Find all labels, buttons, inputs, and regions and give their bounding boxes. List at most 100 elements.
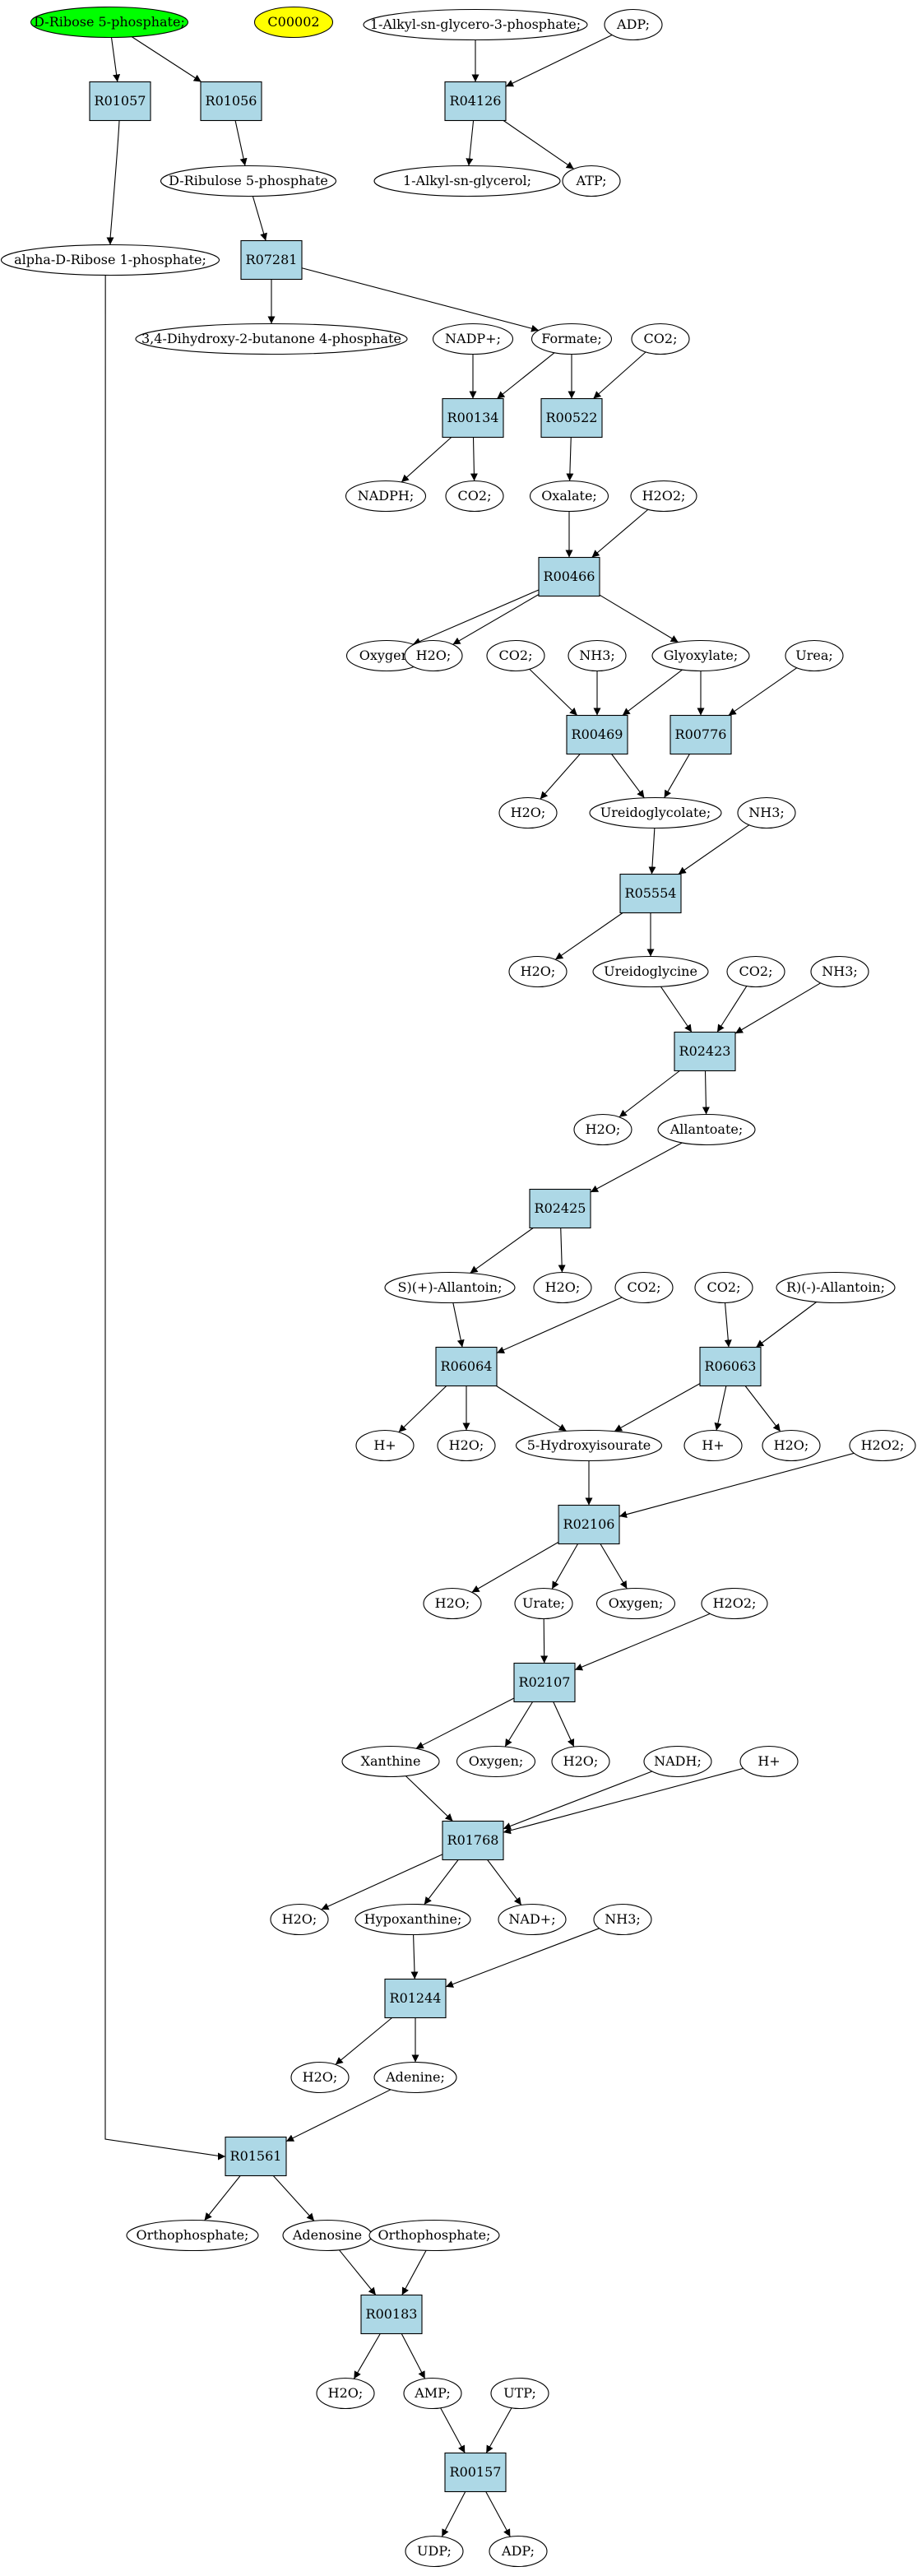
- compound-node-oxygen_b[interactable]: Oxygen;: [595, 1587, 676, 1620]
- compound-node-nadph[interactable]: NADPH;: [345, 480, 427, 513]
- reaction-node-r06064[interactable]: R06064: [435, 1346, 498, 1387]
- compound-node-nh3_b[interactable]: NH3;: [737, 796, 796, 829]
- compound-node-nh3_a[interactable]: NH3;: [568, 639, 627, 672]
- compound-node-ureidoglycolate[interactable]: Ureidoglycolate;: [589, 796, 722, 829]
- compound-node-allantoate[interactable]: Allantoate;: [657, 1113, 756, 1146]
- reaction-node-r00522[interactable]: R00522: [540, 397, 603, 439]
- compound-node-nadh[interactable]: NADH;: [643, 1745, 712, 1778]
- compound-node-ar1p[interactable]: alpha-D-Ribose 1-phosphate;: [0, 244, 220, 276]
- compound-node-h2o_g[interactable]: H2O;: [762, 1429, 821, 1462]
- compound-node-h2o_a[interactable]: H2O;: [404, 639, 463, 672]
- compound-node-h2o_d[interactable]: H2O;: [573, 1113, 632, 1146]
- reaction-node-r07281[interactable]: R07281: [240, 239, 303, 281]
- reaction-node-r01056[interactable]: R01056: [200, 81, 262, 122]
- compound-node-co2_c[interactable]: CO2;: [486, 639, 545, 672]
- compound-node-h2o_k[interactable]: H2O;: [290, 2061, 350, 2094]
- compound-node-oxalate[interactable]: Oxalate;: [529, 480, 609, 513]
- compound-node-hiu[interactable]: 5-Hydroxyisourate: [515, 1429, 663, 1462]
- compound-node-nh3_c[interactable]: NH3;: [810, 955, 869, 988]
- reaction-node-r00466[interactable]: R00466: [538, 556, 600, 597]
- edge-r01057-to-ar1p: [106, 120, 120, 245]
- compound-node-rib5p[interactable]: D-Ribose 5-phosphate;: [30, 6, 189, 39]
- compound-node-ortho_a[interactable]: Orthophosphate;: [126, 2219, 259, 2252]
- reaction-node-r01768[interactable]: R01768: [442, 1820, 504, 1861]
- compound-node-utp[interactable]: UTP;: [490, 2377, 549, 2410]
- compound-node-amp[interactable]: AMP;: [403, 2377, 462, 2410]
- compound-node-adp1[interactable]: ADP;: [604, 8, 663, 41]
- compound-node-ortho_b[interactable]: Orthophosphate;: [368, 2219, 500, 2252]
- compound-node-h2o_i[interactable]: H2O;: [551, 1745, 610, 1778]
- reaction-node-r02425[interactable]: R02425: [529, 1188, 591, 1229]
- compound-node-co2_d[interactable]: CO2;: [726, 955, 785, 988]
- compound-node-nadp[interactable]: NADP+;: [432, 323, 514, 355]
- compound-node-c00002[interactable]: C00002: [253, 6, 334, 39]
- compound-node-hypoxanthine[interactable]: Hypoxanthine;: [354, 1903, 471, 1936]
- compound-node-adenosine[interactable]: Adenosine: [282, 2219, 373, 2252]
- reaction-node-r01244[interactable]: R01244: [384, 1978, 447, 2019]
- compound-node-adenine[interactable]: Adenine;: [373, 2061, 457, 2094]
- compound-node-formate[interactable]: Formate;: [530, 323, 613, 355]
- reaction-node-r06063[interactable]: R06063: [699, 1346, 762, 1387]
- compound-node-h2o_e[interactable]: H2O;: [533, 1271, 592, 1304]
- compound-node-ru5p[interactable]: D-Ribulose 5-phosphate: [160, 165, 337, 197]
- compound-node-alkylg3p[interactable]: 1-Alkyl-sn-glycero-3-phosphate;: [363, 8, 588, 41]
- compound-node-atp[interactable]: ATP;: [562, 165, 621, 197]
- reaction-node-r04126[interactable]: R04126: [444, 81, 507, 122]
- reaction-node-r00183[interactable]: R00183: [360, 2294, 423, 2335]
- compound-node-h2o2_c[interactable]: H2O2;: [701, 1587, 768, 1620]
- compound-node-h2o_j[interactable]: H2O;: [270, 1903, 329, 1936]
- compound-node-co2_b[interactable]: CO2;: [445, 480, 504, 513]
- compound-node-ureidoglycine[interactable]: Ureidoglycine: [592, 955, 709, 988]
- compound-node-dhbp[interactable]: 3,4-Dihydroxy-2-butanone 4-phosphate: [135, 323, 408, 355]
- compound-node-nh3_d[interactable]: NH3;: [593, 1903, 652, 1936]
- compound-node-r_allantoin[interactable]: R)(-)-Allantoin;: [776, 1271, 896, 1304]
- compound-node-s_allantoin[interactable]: S)(+)-Allantoin;: [384, 1271, 516, 1304]
- compound-node-alkylg[interactable]: 1-Alkyl-sn-glycerol;: [373, 165, 561, 197]
- compound-node-oxygen_a[interactable]: Oxygen;: [345, 639, 428, 672]
- compound-node-h2o_c[interactable]: H2O;: [508, 955, 568, 988]
- compound-node-nadplus[interactable]: NAD+;: [498, 1903, 567, 1936]
- compound-node-urea[interactable]: Urea;: [785, 639, 844, 672]
- node-label: Orthophosphate;: [378, 2227, 491, 2243]
- compound-node-co2_a[interactable]: CO2;: [631, 323, 690, 355]
- reaction-node-r00469[interactable]: R00469: [566, 714, 628, 755]
- compound-node-hplus_c[interactable]: H+: [739, 1745, 799, 1778]
- compound-node-udp[interactable]: UDP;: [405, 2535, 464, 2568]
- reaction-node-r00134[interactable]: R00134: [442, 397, 504, 439]
- node-label: Hypoxanthine;: [364, 1911, 462, 1927]
- compound-node-h2o_h[interactable]: H2O;: [423, 1587, 482, 1620]
- compound-node-adp2[interactable]: ADP;: [489, 2535, 548, 2568]
- reaction-node-r01057[interactable]: R01057: [89, 81, 151, 122]
- node-label: Allantoate;: [669, 1121, 744, 1137]
- reaction-node-r02423[interactable]: R02423: [674, 1031, 736, 1072]
- reaction-node-r01561[interactable]: R01561: [225, 2136, 287, 2177]
- edge-xanthine-to-r01768: [405, 1775, 453, 1822]
- compound-node-glyox[interactable]: Glyoxylate;: [651, 639, 750, 672]
- compound-node-hplus_a[interactable]: H+: [355, 1429, 415, 1462]
- node-label: R00183: [366, 2306, 418, 2322]
- compound-node-h2o_f[interactable]: H2O;: [437, 1429, 496, 1462]
- compound-node-co2_e[interactable]: CO2;: [614, 1271, 674, 1304]
- node-label: 3,4-Dihydroxy-2-butanone 4-phosphate: [141, 331, 401, 346]
- compound-node-h2o2_b[interactable]: H2O2;: [849, 1429, 916, 1462]
- reaction-node-r05554[interactable]: R05554: [619, 873, 682, 914]
- node-label: NH3;: [822, 963, 858, 979]
- compound-node-co2_f[interactable]: CO2;: [694, 1271, 753, 1304]
- compound-node-h2o2_a[interactable]: H2O2;: [630, 480, 697, 513]
- compound-ellipse: [384, 1271, 516, 1304]
- reaction-node-r00776[interactable]: R00776: [669, 714, 732, 755]
- compound-node-urate[interactable]: Urate;: [514, 1587, 573, 1620]
- reaction-box: [674, 1031, 736, 1072]
- reaction-node-r02106[interactable]: R02106: [558, 1504, 620, 1545]
- reaction-node-r00157[interactable]: R00157: [444, 2452, 507, 2493]
- node-label: Urea;: [795, 647, 833, 663]
- compound-node-hplus_b[interactable]: H+: [683, 1429, 743, 1462]
- reaction-node-r02107[interactable]: R02107: [513, 1662, 576, 1703]
- compound-ellipse: [135, 323, 408, 355]
- compound-node-h2o_b[interactable]: H2O;: [498, 796, 558, 829]
- compound-ellipse: [432, 323, 514, 355]
- compound-node-xanthine[interactable]: Xanthine: [341, 1745, 440, 1778]
- compound-node-oxygen_c[interactable]: Oxygen;: [456, 1745, 536, 1778]
- compound-node-h2o_l[interactable]: H2O;: [316, 2377, 375, 2410]
- edge-rib5p-to-r01057: [110, 37, 121, 82]
